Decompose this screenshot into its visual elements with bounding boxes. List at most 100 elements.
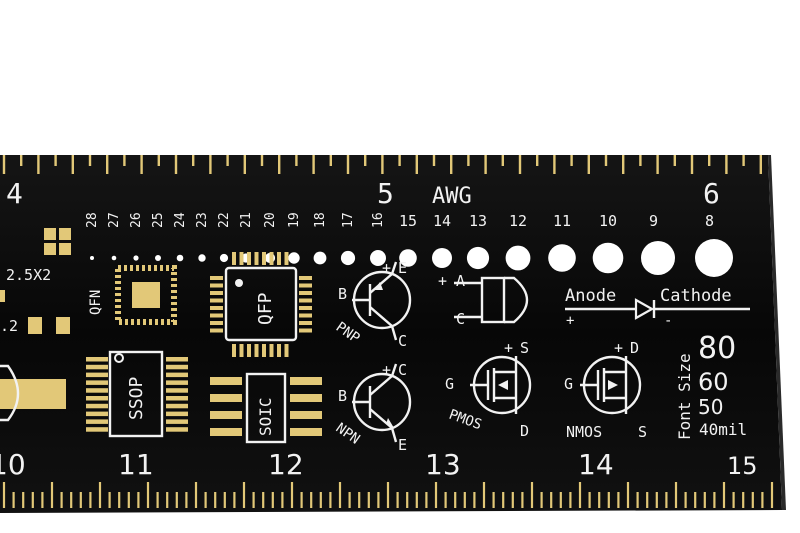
qfp-pin — [247, 252, 251, 265]
awg-hole-12 — [505, 245, 531, 271]
awg-label-14: 14 — [433, 212, 451, 230]
soic-pin — [290, 394, 322, 402]
bottom-number-10: 10 — [0, 448, 26, 481]
awg-hole-22 — [219, 253, 229, 263]
qfp-pin — [254, 252, 259, 265]
awg-label-22: 22 — [217, 212, 232, 228]
diode-symbol — [565, 298, 750, 320]
npn-b: B — [338, 387, 347, 405]
soic-footprint — [210, 377, 322, 436]
ssop-pin — [166, 372, 188, 378]
ruler-edge-shadow — [768, 155, 786, 510]
qfp-pin — [210, 283, 223, 288]
large-gold-pad — [0, 379, 66, 409]
pad-outline — [0, 364, 20, 422]
qfp-pin — [299, 298, 312, 303]
awg-label-10: 10 — [599, 212, 617, 230]
ssop-label: SSOP — [126, 376, 147, 420]
diode-plus: + — [566, 313, 574, 329]
qfp-pin — [284, 344, 289, 357]
qfp-pin — [210, 276, 223, 280]
pmos-g: G — [445, 375, 454, 393]
qfp-pin — [210, 306, 223, 310]
nmos-d: D — [630, 339, 639, 357]
ruler-board — [0, 155, 782, 513]
awg-hole-9 — [641, 241, 675, 275]
soic-label: SOIC — [256, 397, 275, 436]
soic-pin — [290, 411, 322, 419]
qfp-pin — [269, 344, 274, 357]
ssop-pin1-marker — [114, 353, 124, 363]
qfp-pin — [299, 321, 312, 325]
awg-label-17: 17 — [341, 212, 356, 228]
awg-label-20: 20 — [263, 212, 278, 228]
awg-hole-19 — [288, 252, 300, 264]
bottom-ruler-ticks — [2, 482, 774, 508]
pmos-d: D — [520, 422, 529, 440]
awg-label: AWG — [432, 184, 472, 209]
pmos-s: S — [520, 339, 529, 357]
ssop-body-outline — [108, 350, 164, 438]
soic-body-outline — [245, 372, 287, 444]
qfp-footprint — [210, 252, 312, 357]
ssop-pin — [86, 372, 108, 378]
top-number-6: 6 — [703, 177, 720, 210]
led-c: C — [456, 310, 465, 328]
awg-label-13: 13 — [469, 212, 487, 230]
soic-pin — [210, 377, 242, 385]
ssop-pin — [166, 403, 188, 409]
ssop-pin — [166, 419, 188, 424]
qfp-pin — [247, 344, 251, 357]
smd-pad-far-left — [0, 290, 5, 302]
ssop-pin — [166, 411, 188, 417]
qfp-pin — [239, 344, 244, 357]
qfp-pin — [284, 252, 289, 265]
qfp-pin — [210, 313, 223, 318]
pmos-symbol — [470, 355, 532, 415]
awg-label-15: 15 — [399, 212, 417, 230]
qfp-pin — [269, 252, 274, 265]
awg-hole-8 — [695, 239, 733, 277]
diode-anode-label: Anode — [565, 286, 616, 306]
awg-label-12: 12 — [509, 212, 527, 230]
ssop-pin — [86, 419, 108, 424]
qfp-pin — [299, 276, 312, 280]
awg-label-23: 23 — [195, 212, 210, 228]
ssop-pin — [166, 388, 188, 393]
awg-label-8: 8 — [705, 212, 714, 230]
qfp-pin — [299, 291, 312, 295]
awg-hole-16 — [370, 250, 386, 266]
awg-wire-holes — [90, 239, 733, 277]
awg-hole-25 — [155, 255, 161, 261]
awg-label-25: 25 — [151, 212, 166, 228]
nmos-symbol — [580, 355, 642, 415]
ssop-pin — [166, 427, 188, 432]
qfp-pin — [210, 291, 223, 295]
qfp-pin — [262, 344, 266, 357]
awg-label-24: 24 — [173, 212, 188, 228]
awg-hole-28 — [90, 256, 94, 260]
awg-label-21: 21 — [239, 212, 254, 228]
nmos-plus: + — [614, 339, 623, 357]
ssop-pin — [86, 388, 108, 393]
qfp-pin — [262, 252, 266, 265]
awg-label-28: 28 — [85, 212, 100, 228]
pnp-plus: + — [382, 259, 391, 277]
soic-pin — [210, 428, 242, 436]
awg-hole-24 — [176, 254, 184, 262]
pnp-e: E — [398, 259, 407, 277]
qfp-pin — [210, 298, 223, 303]
qfp-pin — [232, 252, 236, 265]
awg-label-11: 11 — [553, 212, 571, 230]
soic-pin — [290, 377, 322, 385]
awg-hole-26 — [133, 255, 139, 261]
ssop-pin — [166, 357, 188, 362]
pmos-plus: + — [504, 339, 513, 357]
awg-hole-14 — [432, 248, 452, 268]
soic-pin — [210, 411, 242, 419]
ssop-pin — [86, 411, 108, 417]
bottom-number-15: 15 — [727, 452, 758, 480]
font-size-80: 80 — [698, 331, 736, 366]
